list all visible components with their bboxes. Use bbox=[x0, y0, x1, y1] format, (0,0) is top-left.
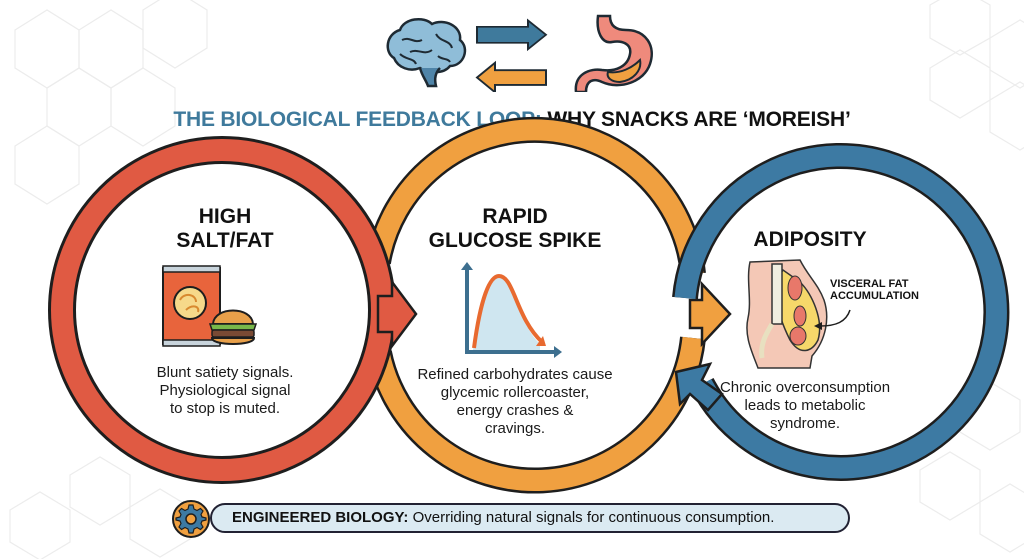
stage-heading: ADIPOSITY bbox=[753, 228, 867, 251]
stage-ring-glucose bbox=[365, 116, 732, 494]
gear-icon bbox=[172, 500, 210, 538]
stage-ring-high-salt-fat bbox=[48, 136, 418, 484]
arrow-left-icon bbox=[475, 60, 547, 92]
stage-adiposity: ADIPOSITY bbox=[730, 228, 890, 252]
footer-bold: ENGINEERED BIOLOGY: bbox=[232, 509, 409, 526]
arrow-to-adiposity bbox=[688, 280, 732, 348]
footer-text: ENGINEERED BIOLOGY: Overriding natural s… bbox=[232, 508, 774, 528]
stage-description: Blunt satiety signals. Physiological sig… bbox=[156, 364, 294, 417]
brain-icon bbox=[386, 17, 467, 88]
title-part1: THE BIOLOGICAL FEEDBACK LOOP: bbox=[173, 108, 542, 131]
arrow-right-icon bbox=[476, 18, 548, 52]
stage-heading: HIGH SALT/FAT bbox=[176, 205, 274, 252]
glucose-spike-graph-icon bbox=[461, 262, 562, 358]
footer-body: Overriding natural signals for continuou… bbox=[408, 509, 775, 526]
header-illustration bbox=[386, 14, 653, 92]
page-title: THE BIOLOGICAL FEEDBACK LOOP: WHY SNACKS… bbox=[0, 108, 1024, 132]
arrow-to-glucose bbox=[376, 278, 418, 350]
footer-banner bbox=[210, 503, 850, 533]
stage-rapid-glucose-spike: RAPID GLUCOSE SPIKE bbox=[400, 205, 630, 253]
abdomen-cross-section-icon bbox=[746, 259, 851, 369]
arrow-blue-tail bbox=[674, 362, 724, 412]
stomach-icon bbox=[574, 14, 653, 92]
stage-ring-adiposity bbox=[672, 142, 1010, 481]
stage-description: Refined carbohydrates cause glycemic rol… bbox=[417, 366, 613, 437]
stage-high-salt-fat: HIGH SALT/FAT bbox=[120, 205, 330, 253]
visceral-fat-annotation: VISCERAL FAT ACCUMULATION bbox=[830, 278, 920, 302]
snack-bag-burger-icon bbox=[162, 265, 258, 347]
stage-description: Chronic overconsumption leads to metabol… bbox=[719, 379, 891, 432]
title-part2: WHY SNACKS ARE ‘MOREISH’ bbox=[547, 108, 851, 131]
stage-heading: RAPID GLUCOSE SPIKE bbox=[428, 205, 602, 252]
